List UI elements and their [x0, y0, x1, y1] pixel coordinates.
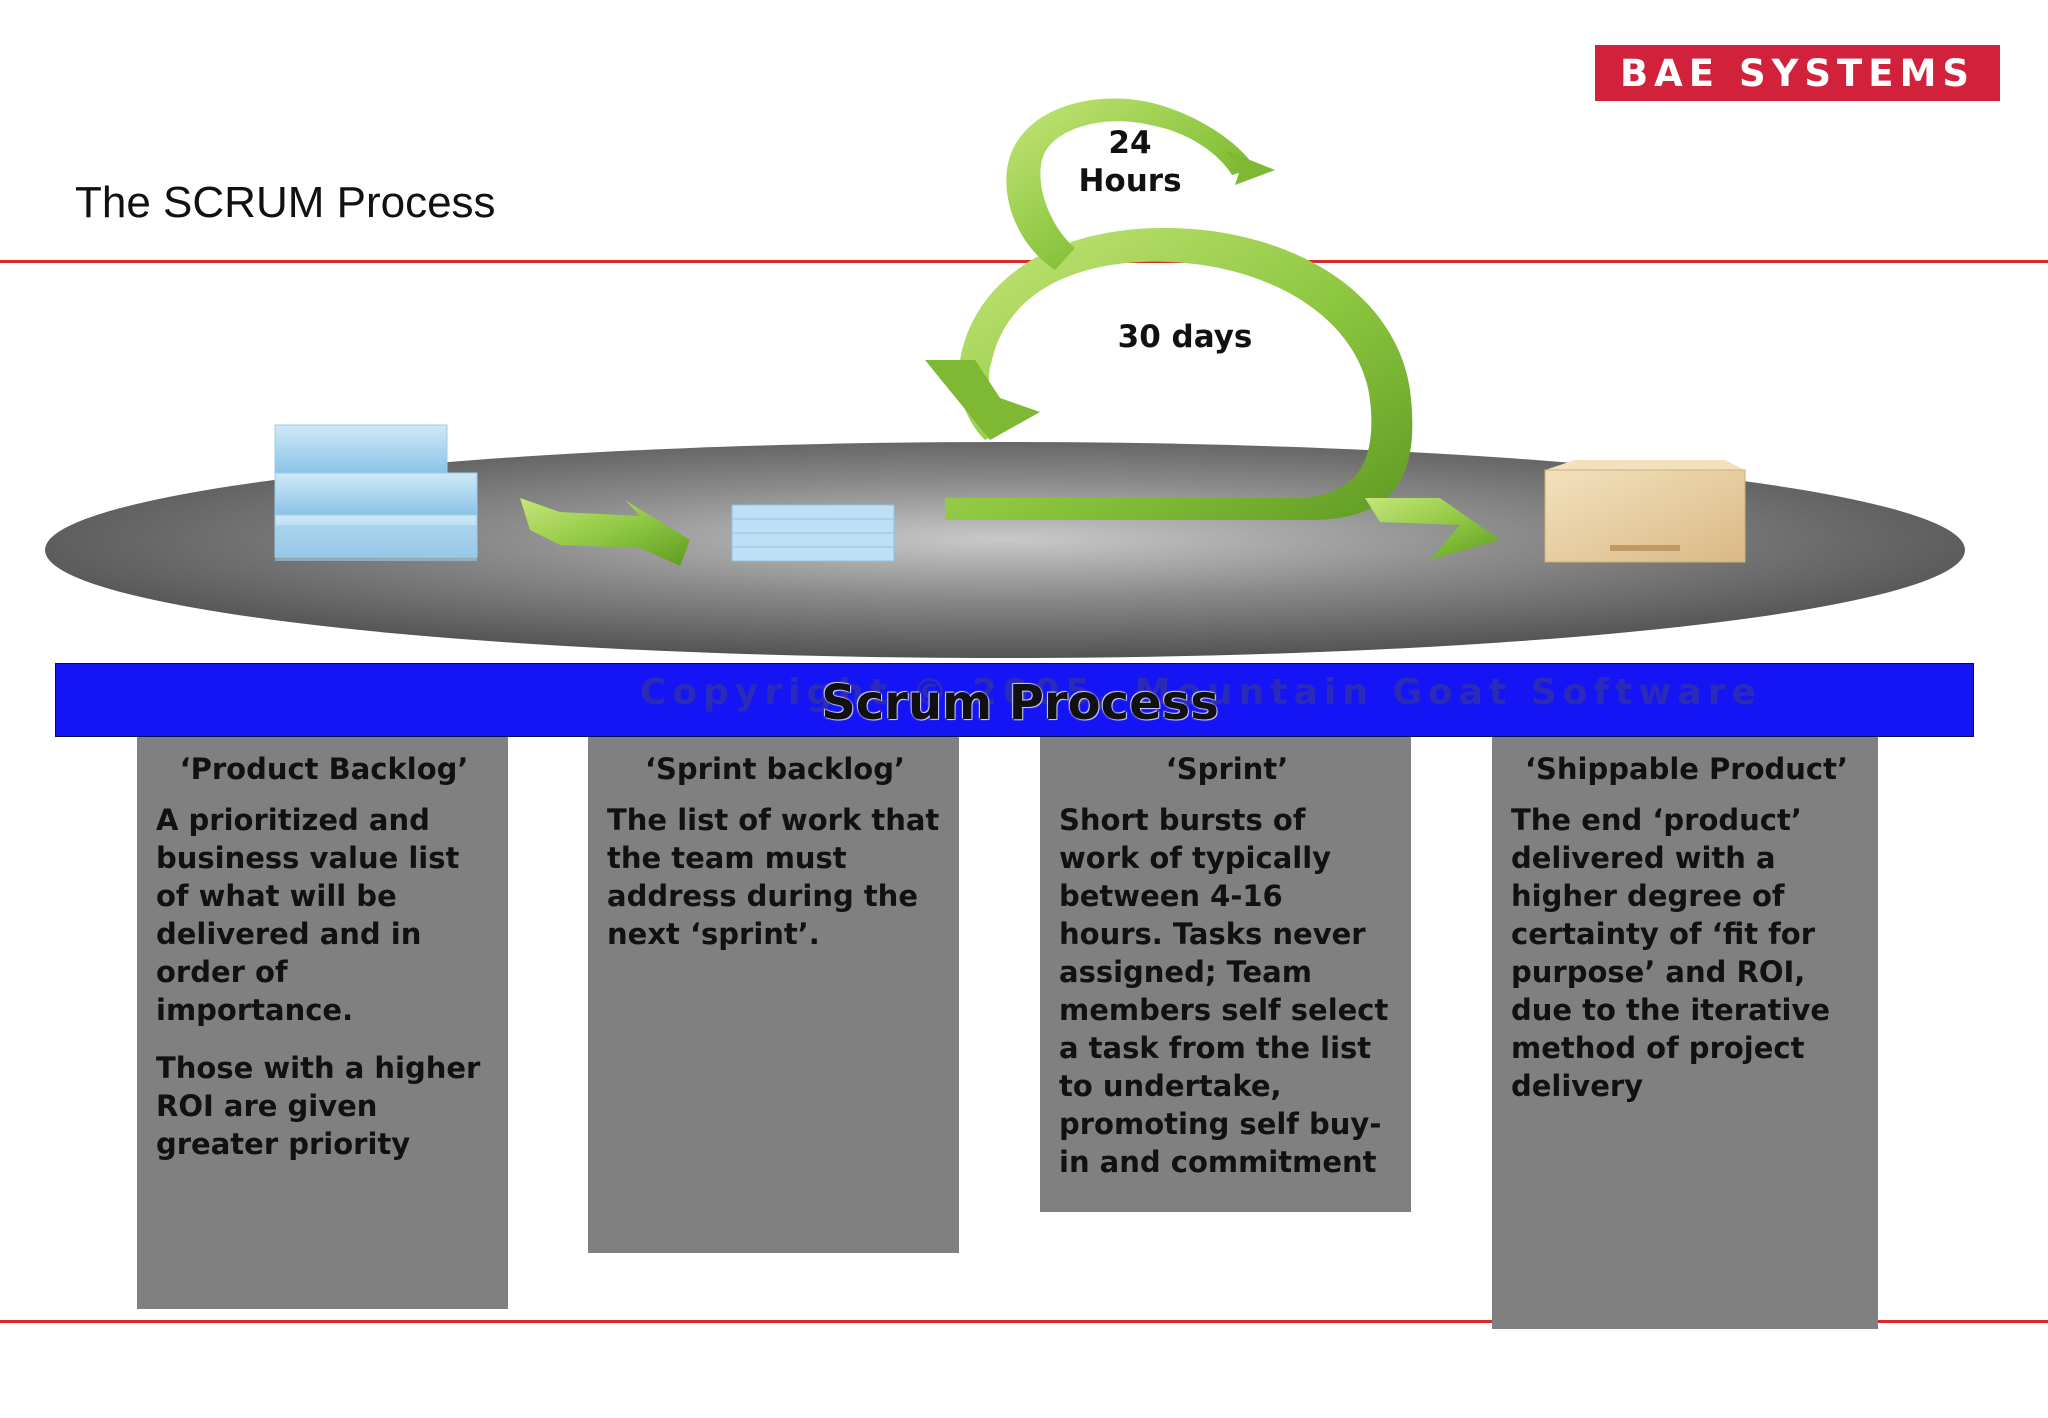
backlog-to-sprint-arrow-icon	[520, 498, 690, 566]
daily-cycle-label: 24 Hours	[1078, 125, 1182, 199]
column-heading: ‘Product Backlog’	[179, 752, 469, 786]
column-text: Those with a higher ROI are given greate…	[156, 1051, 481, 1161]
column-text: The end ‘product’ delivered with a highe…	[1511, 803, 1831, 1103]
column-sprint: ‘Sprint’ Short bursts of work of typical…	[1040, 737, 1411, 1212]
column-shippable-product: ‘Shippable Product’ The end ‘product’ de…	[1492, 737, 1878, 1329]
shippable-product-box-icon	[1544, 460, 1746, 563]
scrum-process-illustration	[45, 98, 1965, 658]
column-text: The list of work that the team must addr…	[607, 803, 940, 951]
slide-title: The SCRUM Process	[75, 178, 496, 227]
column-heading: ‘Sprint’	[1165, 752, 1289, 786]
product-backlog-stack-icon	[274, 424, 478, 561]
scrum-process-banner	[55, 663, 1974, 737]
column-product-backlog: ‘Product Backlog’ A prioritized and busi…	[137, 737, 508, 1309]
column-heading: ‘Shippable Product’	[1525, 752, 1848, 786]
column-heading: ‘Sprint backlog’	[645, 752, 905, 786]
sprint-cycle-label: 30 days	[1117, 319, 1253, 355]
bae-systems-logo: BAE SYSTEMS	[1595, 45, 2000, 101]
platform-disc	[45, 442, 1965, 658]
sprint-backlog-stack-icon	[731, 504, 895, 562]
daily-cycle-arrow-icon	[1006, 98, 1275, 270]
column-sprint-backlog: ‘Sprint backlog’ The list of work that t…	[588, 737, 959, 1253]
column-text: A prioritized and business value list of…	[156, 803, 460, 1027]
bottom-divider	[0, 1320, 2048, 1323]
copyright-watermark: Copyright © 2005, Mountain Goat Software	[640, 672, 1762, 713]
top-divider	[0, 260, 2048, 263]
sprint-cycle-arrow-icon	[925, 227, 1500, 560]
banner-title: Scrum Process	[821, 675, 1219, 731]
column-text: Short bursts of work of typically betwee…	[1059, 803, 1389, 1179]
